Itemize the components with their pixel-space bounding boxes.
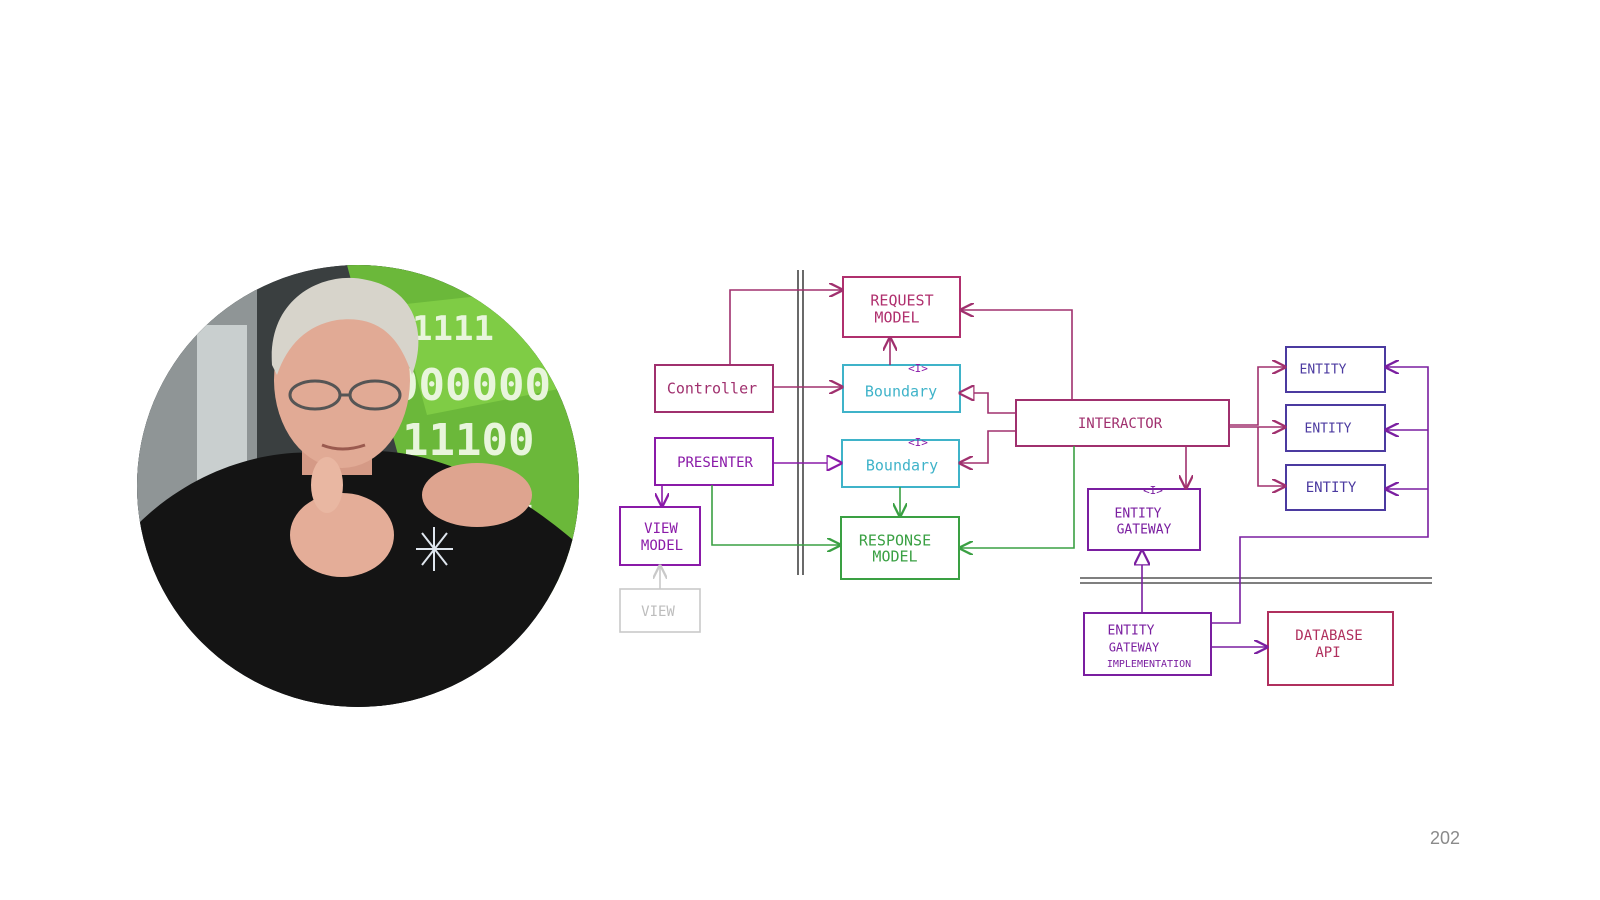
input-boundary-box: Boundary <I> (842, 362, 961, 413)
speaker-portrait: 1111 000000 11100 1011 (137, 265, 579, 707)
entity-gateway-impl-label-line2: GATEWAY (1109, 641, 1160, 655)
view-model-label-line1: VIEW (644, 521, 678, 537)
view-box: VIEW (619, 588, 701, 633)
entity-box-3: ENTITY (1285, 464, 1386, 511)
output-boundary-box: Boundary <I> (841, 436, 960, 488)
portrait-image: 1111 000000 11100 1011 (137, 265, 579, 707)
request-model-label-line1: REQUEST (870, 292, 933, 310)
view-model-box: VIEW MODEL (619, 506, 701, 566)
arrow-controller-to-request-model (729, 290, 842, 365)
entity-1-label: ENTITY (1300, 363, 1347, 378)
entity-gateway-impl-box: ENTITY GATEWAY IMPLEMENTATION (1083, 612, 1212, 676)
view-label: VIEW (641, 604, 675, 620)
bg-digits-3: 11100 (402, 415, 534, 466)
entity-3-label: ENTITY (1306, 480, 1357, 496)
arrow-presenter-to-response-model (711, 485, 840, 545)
entity-gateway-box: ENTITY GATEWAY <I> (1087, 484, 1201, 551)
database-api-box: DATABASE API (1267, 611, 1394, 686)
entity-gateway-impl-label-line3: IMPLEMENTATION (1107, 659, 1191, 670)
interactor-label: INTERACTOR (1078, 416, 1163, 432)
arrow-interactor-to-output-boundary (960, 430, 1016, 463)
arrow-impl-to-entity-1 (1211, 367, 1429, 624)
controller-label: Controller (667, 380, 757, 398)
database-api-label-line1: DATABASE (1295, 628, 1362, 644)
output-boundary-label: Boundary (866, 457, 938, 475)
bg-digits-1: 1111 (412, 309, 494, 349)
arrow-interactor-to-request-model (961, 310, 1073, 400)
input-boundary-label: Boundary (865, 383, 937, 401)
presenter-box: PRESENTER (654, 437, 774, 486)
entity-box-2: ENTITY (1285, 404, 1386, 452)
entity-2-label: ENTITY (1305, 422, 1352, 437)
response-model-label-line1: RESPONSE (859, 532, 931, 550)
request-model-box: REQUEST MODEL (842, 276, 961, 338)
controller-box: Controller (654, 364, 774, 413)
entity-gateway-label-line2: GATEWAY (1117, 523, 1172, 538)
response-model-box: RESPONSE MODEL (840, 516, 960, 580)
bg-digits-2: 000000 (392, 360, 551, 411)
entity-box-1: ENTITY (1285, 346, 1386, 393)
output-boundary-interface-marker: <I> (908, 436, 928, 449)
interactor-box: INTERACTOR (1015, 399, 1230, 447)
arrow-interactor-to-response-model (960, 446, 1075, 548)
input-boundary-interface-marker: <I> (908, 362, 928, 375)
clean-architecture-diagram: REQUEST MODEL Controller Boundary <I> IN… (619, 270, 1432, 686)
arrow-interactor-to-entity-3 (1257, 427, 1285, 486)
page-number: 202 (1429, 828, 1460, 848)
entity-gateway-interface-marker: <I> (1143, 484, 1163, 497)
arrow-interactor-to-entity-1 (1229, 367, 1285, 426)
arrow-interactor-implements-boundary (960, 393, 1016, 414)
view-model-label-line2: MODEL (641, 538, 683, 554)
entity-gateway-label-line1: ENTITY (1115, 507, 1162, 522)
database-api-label-line2: API (1315, 645, 1340, 661)
presenter-label: PRESENTER (677, 455, 753, 471)
request-model-label-line2: MODEL (874, 309, 919, 327)
response-model-label-line2: MODEL (872, 548, 917, 566)
entity-gateway-impl-label-line1: ENTITY (1108, 624, 1155, 639)
